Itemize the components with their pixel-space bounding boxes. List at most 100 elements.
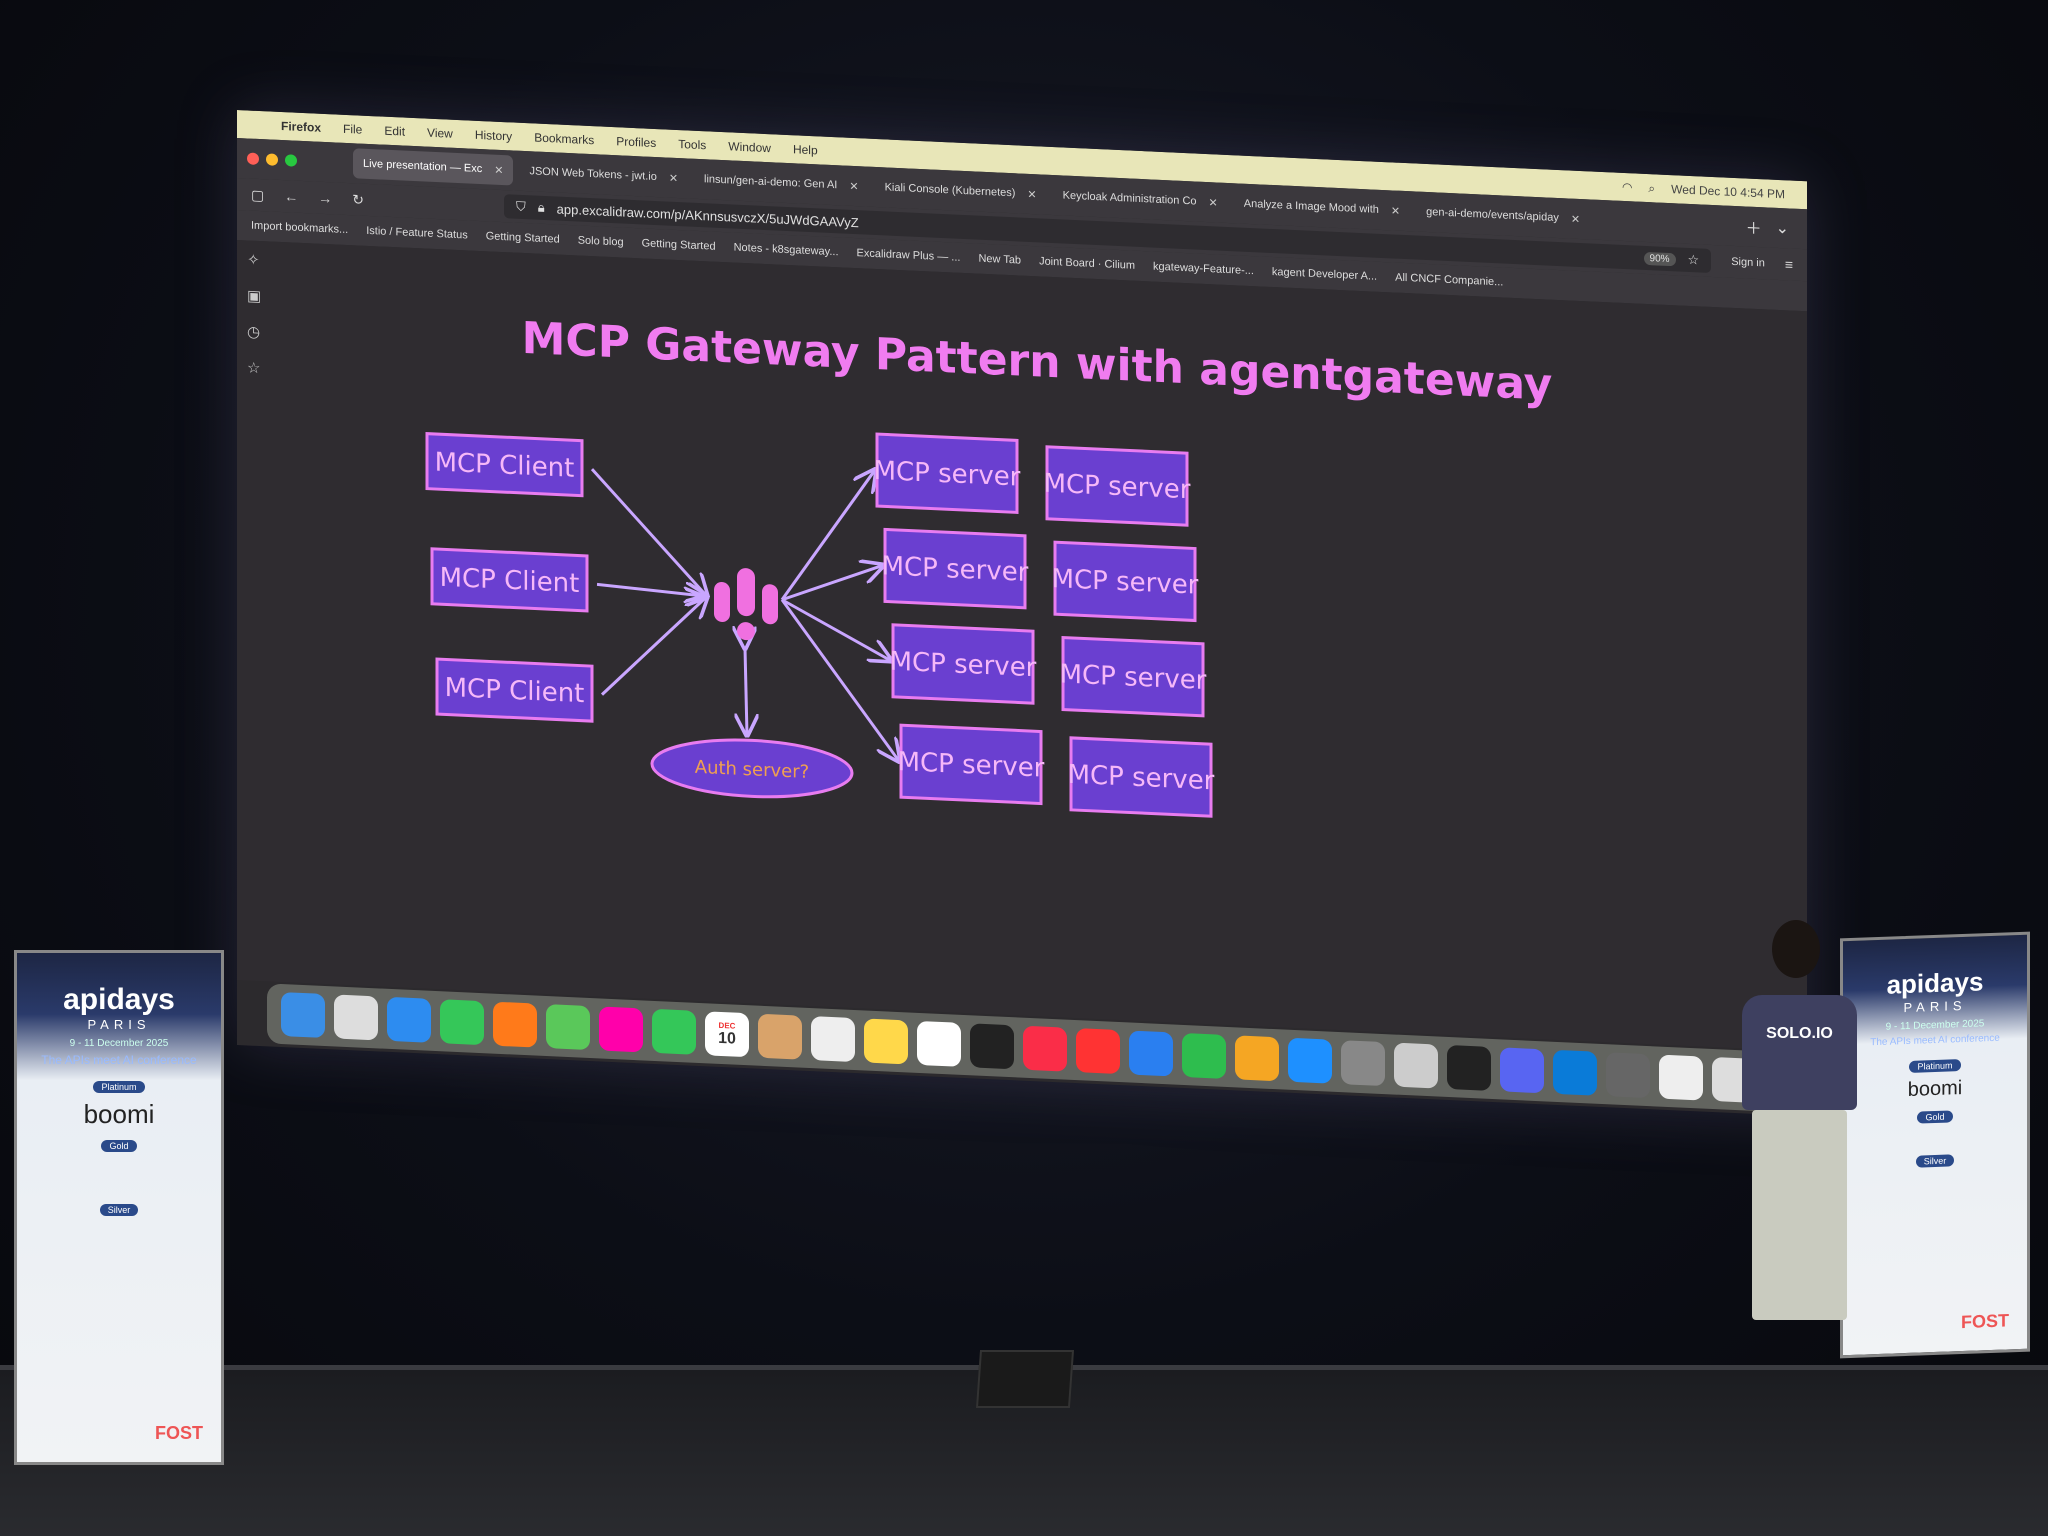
auth-server-ellipse[interactable] — [650, 736, 854, 801]
folder-icon[interactable] — [1659, 1054, 1703, 1101]
menu-view[interactable]: View — [427, 125, 453, 141]
bookmark-item[interactable]: kagent Developer A... — [1271, 265, 1378, 283]
bookmark-item[interactable]: Getting Started — [641, 237, 716, 253]
menu-file[interactable]: File — [343, 121, 363, 137]
system-settings-icon[interactable] — [1341, 1040, 1385, 1087]
tab-list-chevron-icon[interactable]: ⌄ — [1775, 219, 1789, 238]
mcp-client-box[interactable] — [430, 547, 589, 613]
bookmark-item[interactable]: kgateway-Feature-... — [1153, 260, 1254, 278]
menu-icon[interactable]: ≡ — [1784, 256, 1793, 273]
menu-help[interactable]: Help — [792, 142, 818, 158]
news-icon[interactable] — [1076, 1028, 1120, 1075]
finder-icon[interactable] — [281, 991, 325, 1038]
contacts-icon[interactable] — [758, 1013, 802, 1060]
shield-icon[interactable]: ⛉ — [515, 198, 526, 215]
discord-icon[interactable] — [1500, 1047, 1544, 1094]
mcp-server-box[interactable] — [883, 527, 1027, 610]
mcp-server-box[interactable] — [875, 432, 1019, 514]
sidebar-toggle-icon[interactable]: ▢ — [251, 186, 265, 203]
close-window-button[interactable] — [247, 152, 259, 165]
mcp-server-box[interactable] — [1061, 635, 1205, 718]
browser-tab[interactable]: Analyze a Image Mood with✕ — [1234, 188, 1410, 226]
back-button[interactable]: ← — [284, 188, 299, 205]
history-tool-icon[interactable]: ◷ — [247, 323, 261, 342]
bookmark-item[interactable]: Istio / Feature Status — [366, 224, 468, 242]
menu-window[interactable]: Window — [728, 139, 771, 156]
zoom-level[interactable]: 90% — [1643, 251, 1676, 266]
browser-tab[interactable]: Keycloak Administration Co✕ — [1053, 180, 1228, 218]
mcp-client-box[interactable] — [435, 657, 594, 723]
launchpad-icon[interactable] — [334, 994, 378, 1041]
bookmark-star-icon[interactable]: ☆ — [1687, 251, 1700, 268]
bookmark-item[interactable]: Getting Started — [485, 230, 560, 246]
safari-icon[interactable] — [387, 996, 431, 1043]
minimize-window-button[interactable] — [266, 153, 278, 166]
clock[interactable]: Wed Dec 10 4:54 PM — [1671, 182, 1785, 202]
excalidraw-canvas[interactable]: MCP Gateway Pattern with agentgateway MC… — [237, 240, 1807, 1052]
mcp-client-box[interactable] — [425, 432, 584, 498]
menu-tools[interactable]: Tools — [678, 137, 707, 153]
close-tab-icon[interactable]: ✕ — [1570, 213, 1581, 226]
browser-tab[interactable]: linsun/gen-ai-demo: Gen AI✕ — [694, 164, 869, 202]
close-tab-icon[interactable]: ✕ — [849, 180, 859, 193]
browser-tab[interactable]: Live presentation — Exc✕ — [353, 148, 514, 186]
close-tab-icon[interactable]: ✕ — [494, 164, 504, 177]
bookmark-item[interactable]: Excalidraw Plus — ... — [856, 247, 961, 264]
messages-icon[interactable] — [440, 999, 484, 1046]
notes-icon[interactable] — [864, 1018, 908, 1065]
keynote-icon[interactable] — [1129, 1030, 1173, 1077]
maps-icon[interactable] — [546, 1004, 590, 1051]
menu-app-name[interactable]: Firefox — [281, 118, 322, 135]
mcp-server-box[interactable] — [899, 723, 1043, 806]
mcp-server-box[interactable] — [891, 623, 1035, 705]
bookmark-item[interactable]: All CNCF Companie... — [1395, 271, 1504, 289]
mcp-server-label: MCP server — [1060, 659, 1207, 696]
forward-button[interactable]: → — [318, 189, 333, 207]
close-tab-icon[interactable]: ✕ — [668, 172, 679, 185]
browser-tab[interactable]: gen-ai-demo/events/apiday✕ — [1416, 197, 1590, 235]
pages-icon[interactable] — [1235, 1035, 1279, 1082]
bookmark-item[interactable]: Solo blog — [577, 234, 624, 249]
terminal-icon[interactable] — [1447, 1044, 1491, 1091]
menu-history[interactable]: History — [474, 127, 513, 144]
mcp-server-label: MCP server — [1044, 469, 1191, 506]
numbers-icon[interactable] — [1182, 1032, 1226, 1079]
browser-tab[interactable]: Kiali Console (Kubernetes)✕ — [875, 172, 1047, 210]
sign-in-button[interactable]: Sign in — [1731, 255, 1765, 270]
bookmark-item[interactable]: New Tab — [978, 252, 1022, 267]
mcp-server-box[interactable] — [1069, 736, 1213, 818]
tv-icon[interactable] — [970, 1023, 1014, 1070]
library-tool-icon[interactable]: ▣ — [247, 287, 262, 306]
close-tab-icon[interactable]: ✕ — [1390, 204, 1401, 218]
new-tab-button[interactable]: ＋ — [1745, 220, 1762, 239]
close-tab-icon[interactable]: ✕ — [1208, 196, 1218, 210]
close-tab-icon[interactable]: ✕ — [1027, 188, 1037, 201]
menu-profiles[interactable]: Profiles — [616, 134, 657, 151]
box-icon[interactable] — [1606, 1052, 1650, 1099]
reminders-icon[interactable] — [811, 1016, 855, 1063]
menu-bookmarks[interactable]: Bookmarks — [534, 130, 595, 148]
bookmark-item[interactable]: Notes - k8sgateway... — [733, 241, 839, 259]
vscode-icon[interactable] — [1553, 1049, 1597, 1096]
app-store-icon[interactable] — [1288, 1037, 1332, 1084]
maximize-window-button[interactable] — [285, 154, 297, 167]
music-icon[interactable] — [1023, 1025, 1067, 1072]
facetime-icon[interactable] — [652, 1008, 696, 1055]
url-text[interactable]: app.excalidraw.com/p/AKnnsusvczX/5uJWdGA… — [556, 201, 859, 230]
browser-tab[interactable]: JSON Web Tokens - jwt.io✕ — [519, 156, 688, 194]
freeform-icon[interactable] — [917, 1020, 961, 1067]
mcp-server-box[interactable] — [1045, 445, 1189, 527]
bookmark-item[interactable]: Import bookmarks... — [251, 219, 349, 237]
firefox-icon[interactable] — [493, 1001, 537, 1048]
wifi-icon[interactable]: ◠ — [1621, 179, 1633, 195]
reload-button[interactable]: ↻ — [352, 190, 364, 208]
mcp-server-box[interactable] — [1053, 540, 1197, 623]
bookmark-item[interactable]: Joint Board · Cilium — [1039, 255, 1136, 272]
sparkle-tool-icon[interactable]: ✧ — [247, 251, 260, 270]
photos-icon[interactable] — [599, 1006, 643, 1053]
star-tool-icon[interactable]: ☆ — [247, 359, 261, 378]
search-icon[interactable]: ⌕ — [1648, 180, 1656, 195]
menu-edit[interactable]: Edit — [384, 123, 406, 139]
iphone-mirroring-icon[interactable] — [1394, 1042, 1438, 1089]
